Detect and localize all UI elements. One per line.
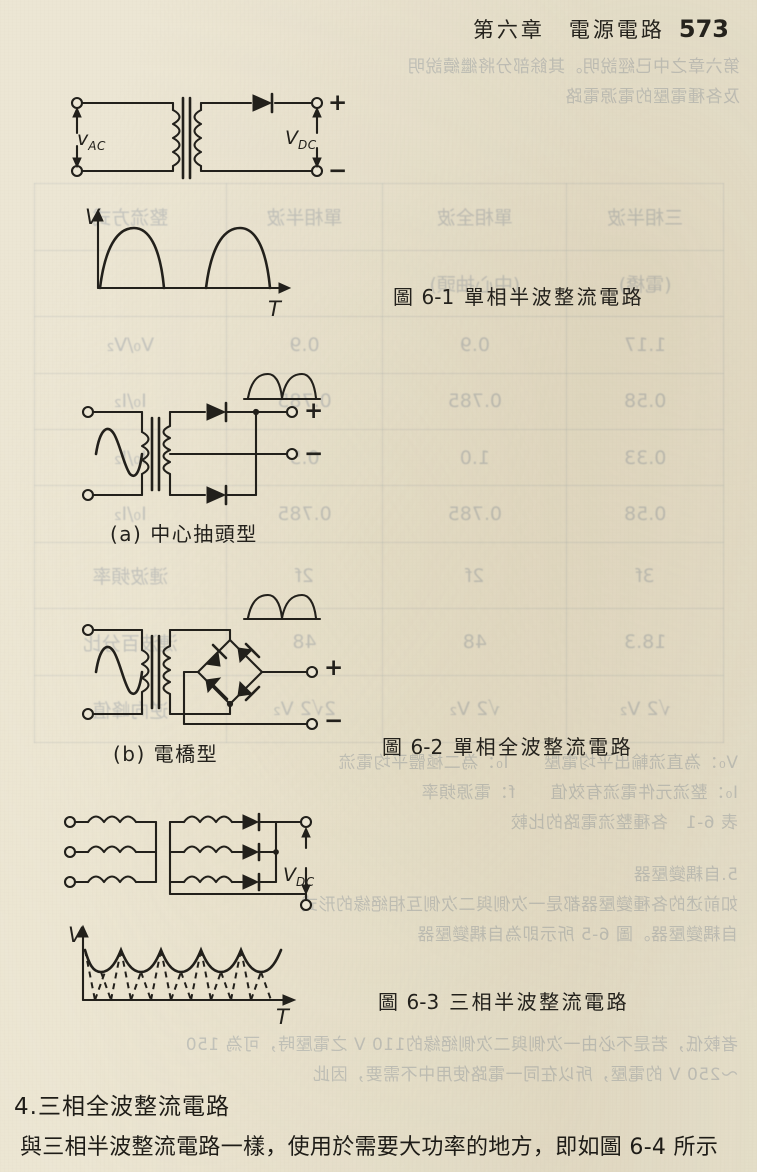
waveform-y-axis-label-1: V [85, 205, 100, 229]
bleed-cell: 3f [566, 542, 724, 609]
polarity-plus-2b: + [324, 655, 344, 681]
section-heading: 4.三相全波整流電路 [14, 1094, 230, 1120]
figure-6-1-circuit [55, 88, 345, 188]
bleed-cell: 48 [382, 608, 567, 676]
figure-6-2a-circuit [80, 370, 330, 510]
running-header: 第六章 電源電路 573 [473, 14, 729, 44]
waveform-x-axis-label-3: T [276, 1005, 289, 1029]
label-v-ac: vAC [77, 128, 106, 153]
waveform-x-axis-label-1: T [268, 297, 281, 321]
figure-6-3-circuit [62, 806, 322, 916]
figure-6-1-waveform [76, 200, 306, 300]
polarity-plus-1: + [328, 90, 348, 116]
bleed-cell: 0.9 [382, 316, 567, 374]
bleed-cell: 0.58 [566, 373, 724, 430]
bleed-cell: 三相半波 [566, 183, 724, 251]
figure-6-2a-label: (a) 中心抽頭型 [110, 522, 258, 546]
bleed-cell: 1.0 [382, 429, 567, 486]
bleed-cell: 1.17 [566, 316, 724, 374]
bleed-through-bottom: 者較低，若是不必由一次側與二次側絕緣的110 V 之電壓時，可為 150 ～25… [185, 1035, 738, 1085]
label-v-dc-3phase: VDC [283, 864, 315, 889]
bleed-cell: 18.3 [566, 608, 724, 676]
waveform-y-axis-label-3: V [68, 923, 83, 947]
polarity-minus-2b: − [324, 708, 344, 734]
bleed-cell: 0.785 [382, 485, 567, 543]
label-v-dc: VDC [285, 127, 317, 152]
figure-6-2b-circuit [80, 592, 340, 732]
bleed-cell: 2f [382, 542, 567, 609]
polarity-minus-2a: − [304, 441, 324, 467]
bleed-cell: 0.785 [382, 373, 567, 430]
polarity-minus-1: − [328, 158, 348, 184]
figure-6-3-waveform [65, 920, 315, 1015]
bleed-cell: 單相全波 [382, 183, 567, 251]
bleed-cell: V₀/V₂ [34, 316, 227, 374]
section-paragraph: 與三相半波整流電路一樣，使用於需要大功率的地方，即如圖 6-4 所示 [20, 1135, 719, 1160]
bleed-cell: 0.9 [226, 316, 383, 374]
bleed-cell: 0.58 [566, 485, 724, 543]
chapter-title: 第六章 電源電路 [472, 18, 665, 42]
figure-6-2b-label: (b) 電橋型 [113, 742, 219, 766]
page-number: 573 [678, 15, 729, 43]
bleed-cell: 0.33 [566, 429, 724, 486]
polarity-plus-2a: + [304, 398, 324, 424]
